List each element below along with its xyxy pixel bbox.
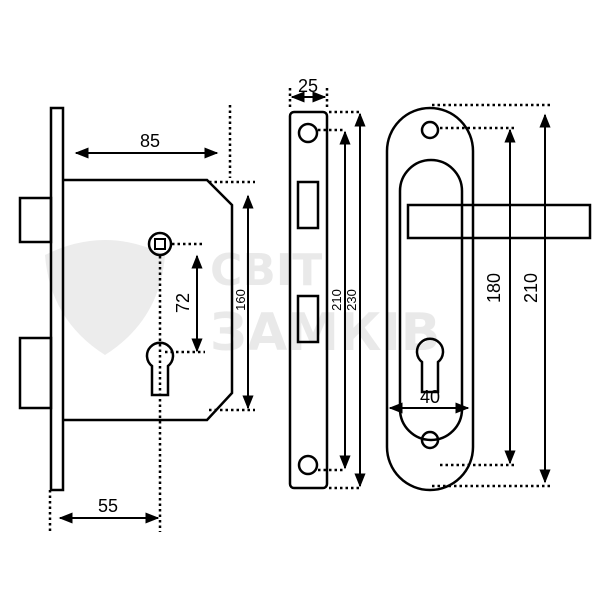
dim-160-label: 160 bbox=[233, 289, 248, 311]
handle-set: 40 180 210 bbox=[385, 103, 592, 492]
screw-hole bbox=[297, 454, 319, 476]
faceplate bbox=[49, 106, 65, 492]
dim-40-label: 40 bbox=[420, 387, 440, 407]
watermark-line2: ЗАМКІВ bbox=[210, 303, 440, 363]
mortise-lock: 85 160 72 55 bbox=[18, 105, 255, 532]
dim-25-label: 25 bbox=[298, 76, 318, 96]
spindle-square bbox=[154, 238, 166, 250]
screw-hole bbox=[420, 430, 440, 450]
handle-keyhole bbox=[415, 337, 445, 394]
dim-55-label: 55 bbox=[98, 496, 118, 516]
dim-230-label: 230 bbox=[344, 289, 359, 311]
dim-180-label: 180 bbox=[484, 273, 504, 303]
screw-hole bbox=[297, 122, 319, 144]
latch-bolt bbox=[18, 196, 53, 244]
dim-85-label: 85 bbox=[140, 131, 160, 151]
lock-case bbox=[63, 178, 234, 422]
bolt-opening bbox=[296, 294, 320, 344]
lever-handle bbox=[406, 203, 592, 240]
latch-opening bbox=[296, 180, 320, 230]
screw-hole bbox=[420, 120, 440, 140]
dim-210-handle-label: 210 bbox=[521, 273, 541, 303]
dim-210-strike-label: 210 bbox=[329, 289, 344, 311]
dead-bolt bbox=[18, 336, 53, 410]
watermark-line1: СВІТ bbox=[210, 245, 322, 296]
strike-plate: 25 210 230 bbox=[288, 76, 366, 490]
spindle-hole bbox=[147, 231, 173, 257]
cylinder-keyhole bbox=[145, 341, 175, 397]
shield-logo-icon bbox=[45, 240, 165, 355]
dim-72-label: 72 bbox=[173, 293, 193, 313]
